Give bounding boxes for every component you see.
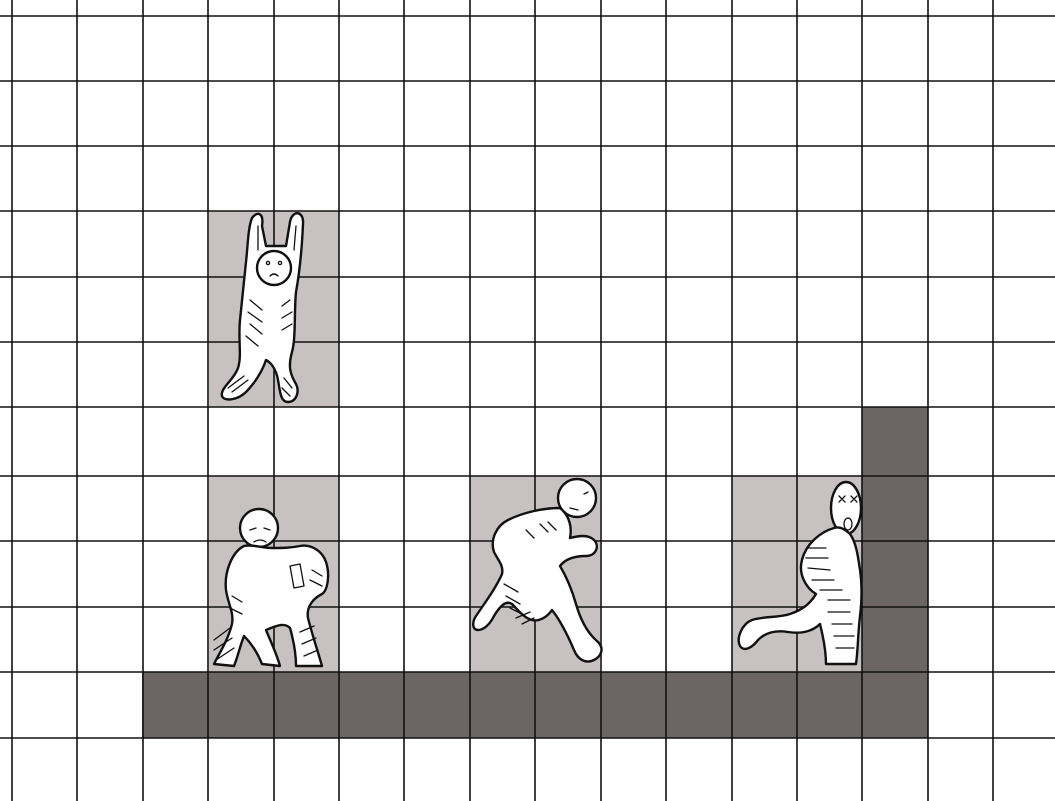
- platform-wall: [862, 407, 928, 738]
